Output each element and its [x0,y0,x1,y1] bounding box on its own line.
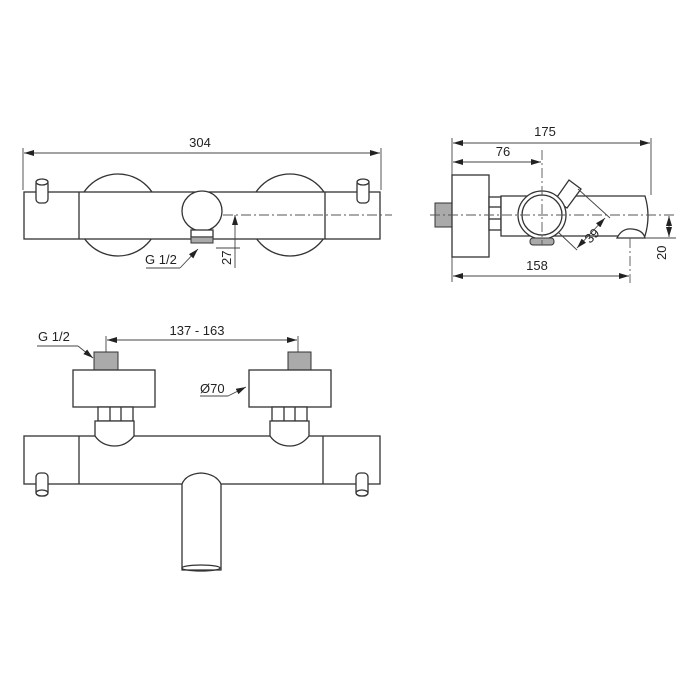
bath-spout [181,472,222,571]
left-flange [72,369,156,408]
outlet-thread-label: G 1/2 [145,252,177,267]
inlet-thread-label: G 1/2 [38,329,70,344]
shower-outlet-ball [181,190,223,232]
outlet-thread [190,236,214,244]
wall-flange [451,174,490,258]
spout-outlet [615,228,646,239]
spout-reach-label: 158 [526,258,548,273]
outlet-offset-label: 76 [496,144,510,159]
center-distance-label: 137 - 163 [170,323,225,338]
spout-height-label: 20 [654,246,669,260]
flange-diameter-label: Ø70 [200,381,225,396]
front-view: 137 - 163 G 1/2 Ø70 [23,323,381,572]
right-flange [248,369,332,408]
top-view: 304 27 G 1/2 [22,135,392,269]
width-dimension-label: 304 [189,135,211,150]
outlet-height-label: 27 [219,251,234,265]
side-view: 175 76 39 20 158 [430,124,677,283]
depth-label: 175 [534,124,556,139]
